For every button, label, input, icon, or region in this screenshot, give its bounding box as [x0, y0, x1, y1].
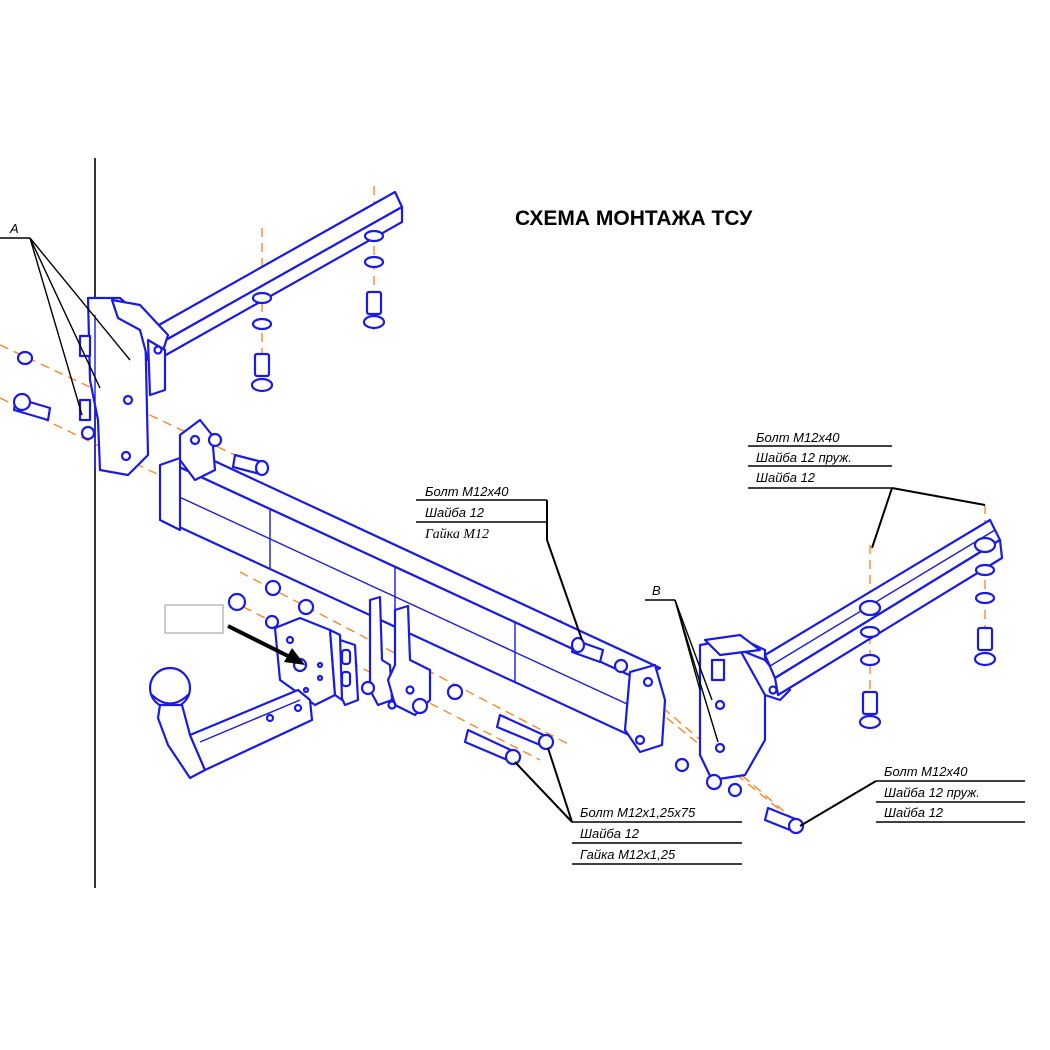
hitch-bracket	[336, 595, 432, 717]
left-fasteners	[12, 334, 96, 441]
callout-top-right: Болт М12х40 Шайба 12 пруж. Шайба 12	[748, 430, 986, 549]
assembly-axes	[0, 186, 986, 826]
svg-text:Шайба 12: Шайба 12	[756, 470, 816, 485]
coupling-plate	[273, 616, 344, 707]
diagram-title: СХЕМА МОНТАЖА ТСУ	[515, 207, 753, 230]
svg-text:Шайба 12 пруж.: Шайба 12 пруж.	[884, 785, 980, 800]
view-a-label: А	[0, 221, 131, 416]
left-bolt	[12, 392, 52, 422]
cross-beam	[158, 418, 662, 742]
callout-center: Болт М12х40 Шайба 12 Гайка М12	[416, 484, 583, 641]
svg-text:Болт М12х40: Болт М12х40	[884, 764, 968, 779]
callout-bottom-center: Болт М12х1,25х75 Шайба 12 Гайка М12х1,25	[514, 747, 742, 865]
svg-text:Болт М12х1,25х75: Болт М12х1,25х75	[580, 805, 696, 820]
tow-ball	[148, 666, 314, 780]
bracket-left	[86, 296, 170, 477]
svg-text:А: А	[9, 221, 19, 236]
beam-bolt-center	[570, 636, 629, 674]
svg-text:Шайба 12: Шайба 12	[580, 826, 640, 841]
svg-text:Гайка М12: Гайка М12	[424, 527, 489, 542]
svg-text:Болт М12х40: Болт М12х40	[425, 484, 509, 499]
bottom-bolts	[360, 680, 555, 766]
callout-bottom-right: Болт М12х40 Шайба 12 пруж. Шайба 12	[799, 764, 1025, 827]
svg-text:Гайка М12х1,25: Гайка М12х1,25	[580, 847, 676, 862]
svg-text:В: В	[652, 583, 661, 598]
frame-rail-right	[763, 518, 1004, 697]
svg-text:Шайба 12: Шайба 12	[884, 805, 944, 820]
coupling-fasteners	[227, 579, 315, 630]
beam-bolt-left	[207, 432, 270, 477]
frame-rail-left	[148, 190, 404, 362]
svg-text:Болт М12х40: Болт М12х40	[756, 430, 840, 445]
rail-bolts-left	[250, 229, 386, 393]
svg-text:Шайба 12 пруж.: Шайба 12 пруж.	[756, 450, 852, 465]
beam-end-plate	[623, 663, 667, 754]
direction-arrow	[164, 604, 305, 665]
rail-bolts-right	[858, 536, 997, 730]
view-b-label: В	[645, 583, 719, 743]
svg-text:Шайба 12: Шайба 12	[425, 505, 485, 520]
right-side-bolt	[674, 757, 805, 835]
bracket-right	[698, 633, 792, 782]
